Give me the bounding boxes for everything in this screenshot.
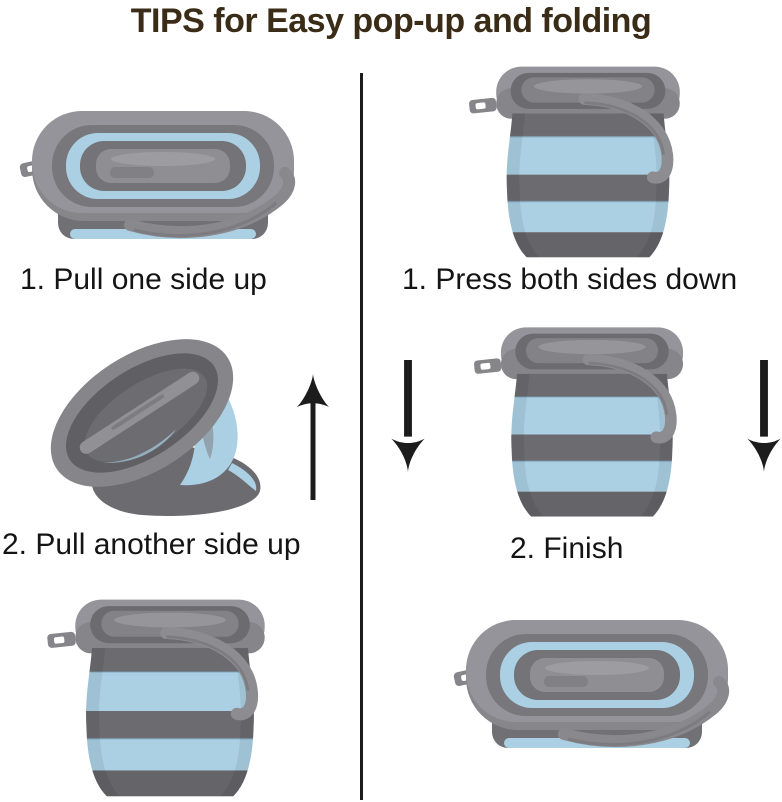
tilted-bucket-illustration: [42, 323, 261, 518]
open-bucket-illustration: [40, 594, 300, 802]
open-bucket-illustration: [462, 61, 714, 263]
left-step2-label: 2. Pull another side up: [2, 528, 301, 561]
open-bucket-photo-right-top: [462, 61, 714, 263]
up-arrow-icon: [295, 374, 331, 500]
folded-bucket-photo-left-top: [18, 103, 308, 253]
open-bucket-photo-right-middle: [467, 322, 717, 522]
open-bucket-illustration: [467, 322, 717, 522]
open-bucket-photo-left-bottom: [40, 594, 300, 802]
right-step1-label: 1. Press both sides down: [402, 263, 738, 296]
down-arrow-left-icon: [391, 360, 425, 472]
left-step1-label: 1. Pull one side up: [20, 263, 267, 296]
column-divider-line: [360, 73, 363, 800]
folded-bucket-photo-right-bottom: [452, 612, 742, 762]
down-arrow-right-icon: [747, 360, 781, 472]
folded-bucket-illustration: [18, 103, 308, 253]
page-title: TIPS for Easy pop-up and folding: [130, 2, 652, 40]
right-step2-label: 2. Finish: [510, 532, 624, 565]
tilted-bucket-photo: [42, 323, 272, 523]
folded-bucket-illustration: [452, 612, 742, 762]
